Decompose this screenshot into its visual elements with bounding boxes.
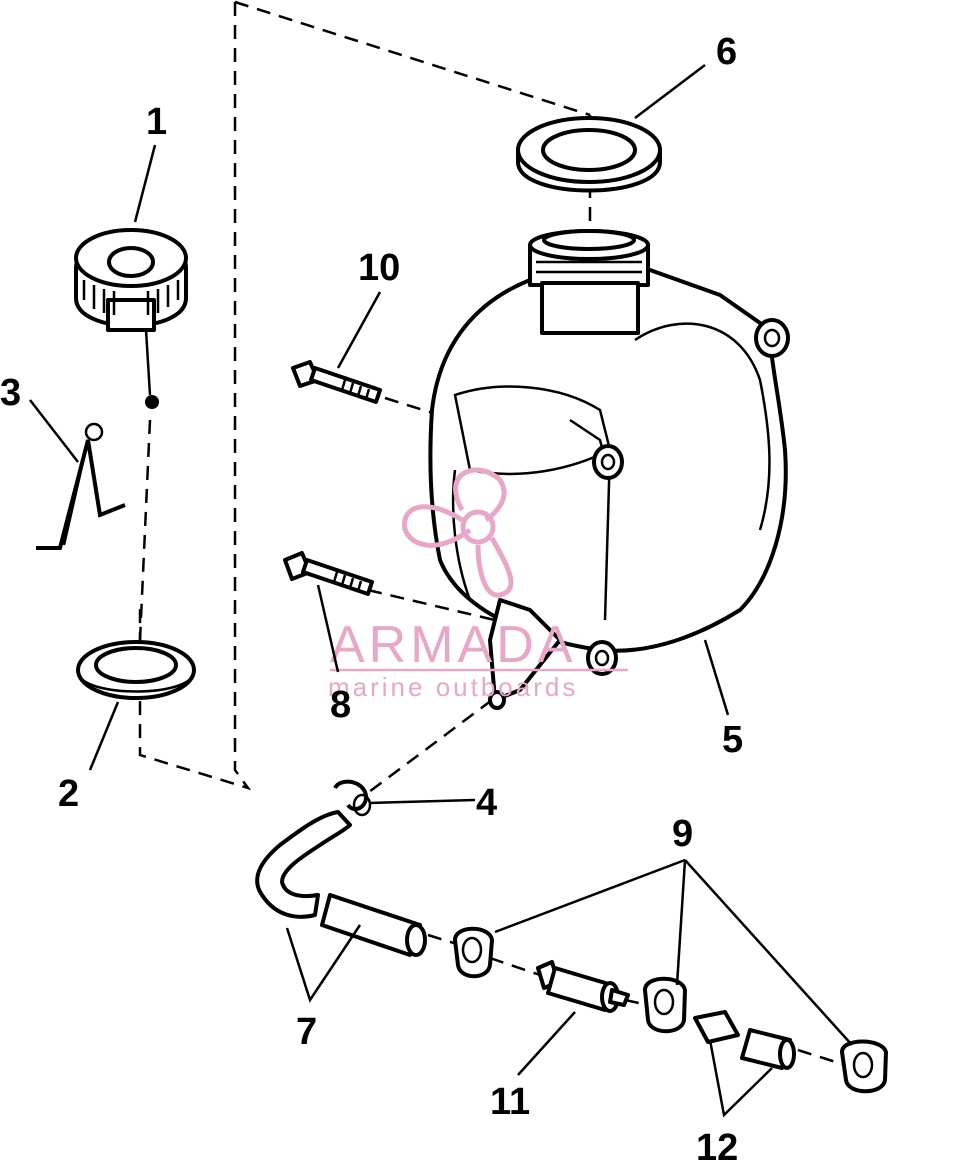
propeller-logo	[401, 467, 514, 598]
watermark-subtitle: marine outboards	[328, 672, 578, 702]
part-1-filler-cap	[74, 228, 188, 409]
callout-1: 1	[146, 101, 167, 143]
part-7-hoses	[255, 810, 427, 957]
callout-5: 5	[722, 719, 743, 761]
callout-10: 10	[358, 247, 400, 289]
callout-4: 4	[476, 782, 497, 824]
callout-2: 2	[58, 773, 79, 815]
callout-6: 6	[716, 31, 737, 73]
callout-9: 9	[672, 813, 693, 855]
part-2-gasket	[76, 640, 196, 700]
assembly-dashed-lines	[138, 0, 846, 1067]
part-12-sleeves	[693, 1010, 796, 1070]
watermark-title: ARMADA	[330, 616, 576, 674]
part-6-gasket	[516, 116, 662, 193]
part-3-clip	[36, 422, 126, 550]
watermark: ARMADA marine outboards	[328, 467, 628, 702]
part-10-bolt	[291, 360, 382, 404]
callout-12: 12	[696, 1127, 738, 1164]
callout-3: 3	[0, 372, 21, 414]
part-4-clamp	[333, 779, 372, 817]
part-9-clamps	[453, 926, 888, 1094]
part-8-bolt	[283, 551, 374, 596]
callout-7: 7	[296, 1011, 317, 1053]
callout-8: 8	[330, 684, 351, 726]
part-11-fitting	[536, 960, 630, 1013]
leader-lines	[29, 64, 853, 1118]
callout-11: 11	[490, 1081, 530, 1123]
callout-labels: 1 2 3 4 5 6 7 8 9 10 11 12	[0, 31, 743, 1164]
